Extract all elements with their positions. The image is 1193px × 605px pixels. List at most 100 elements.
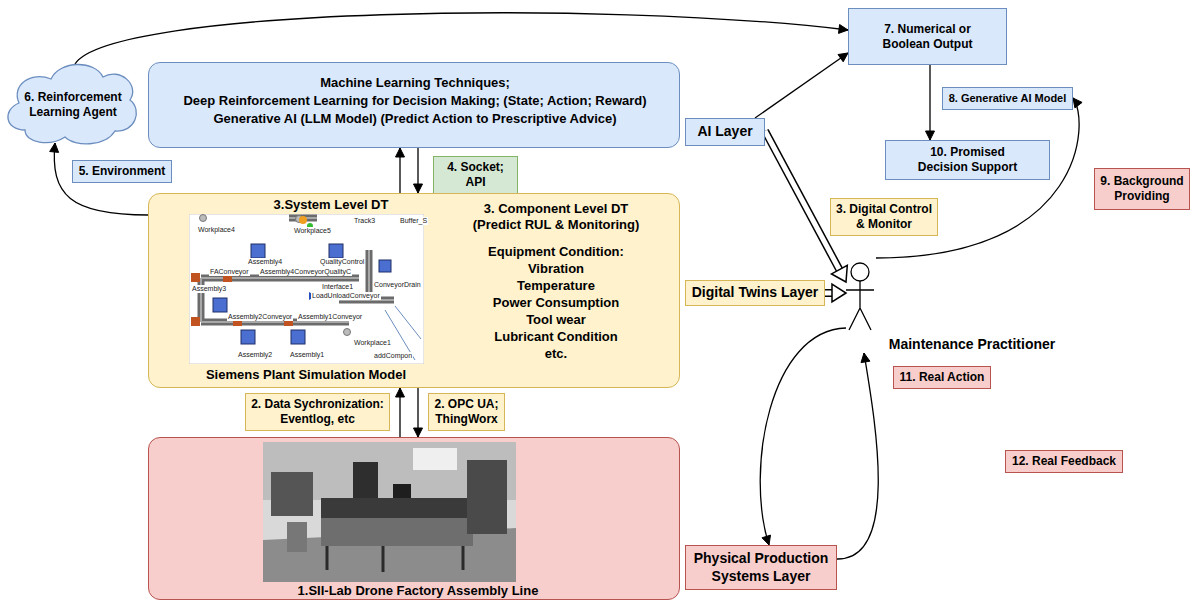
region-text: 3.System Level DT	[273, 197, 389, 213]
connector-arrow	[414, 388, 423, 437]
box-text: 11. Real Action	[899, 370, 985, 385]
box-text: AI Layer	[697, 123, 754, 141]
screen-ground	[189, 214, 424, 364]
edge-tag: 9. Background Providing	[1094, 168, 1190, 210]
region-text: Machine Learning Techniques;	[320, 75, 511, 91]
box-text: Physical Production Systems Layer	[694, 550, 829, 585]
ai-layer-box: Machine Learning Techniques; Deep Reinfor…	[148, 62, 680, 148]
screen-label: Track3	[353, 217, 376, 225]
box-text: 5. Environment	[78, 164, 166, 179]
arrow-head	[1073, 98, 1082, 108]
edge-tag: 5. Environment	[72, 160, 172, 183]
layer-tag: Digital Twins Layer	[685, 280, 825, 306]
region-text: 6. Reinforcement Learning Agent	[24, 90, 122, 120]
screen-label: ConveyorDrain	[373, 281, 422, 289]
output-box: 7. Numerical or Boolean Output	[848, 8, 1007, 65]
connector-line	[760, 328, 846, 545]
region-text: Siemens Plant Simulation Model	[205, 367, 407, 383]
connector-line	[825, 291, 832, 296]
connector-arrow	[414, 148, 423, 193]
connector-arrow	[837, 353, 878, 559]
region-text: Maintenance Practitioner	[888, 336, 1056, 354]
worker-icon	[299, 216, 307, 224]
connector-line	[755, 53, 848, 118]
box-text: 7. Numerical or Boolean Output	[882, 22, 973, 52]
box-text: 3. Digital Control & Monitor	[836, 202, 932, 232]
connector-arrow	[760, 328, 846, 545]
screen-label: FAConveyor	[209, 268, 250, 276]
digital-twin-box: 3.System Level DT 3. Component Level DT (…	[148, 193, 680, 388]
box-text: 10. Promised Decision Support	[918, 145, 1018, 175]
screen-label: addCompon	[373, 352, 413, 360]
machine-icon	[213, 244, 391, 344]
box-text: 12. Real Feedback	[1011, 454, 1117, 469]
screen-label: QualityControl	[319, 258, 365, 266]
region-text: Equipment Condition:	[488, 244, 625, 260]
box-text: 2. OPC UA; ThingWorx	[434, 397, 499, 427]
arrow-head	[832, 284, 846, 302]
edge-tag: 11. Real Action	[893, 366, 991, 389]
arrow-head	[50, 143, 59, 152]
arrow-head	[762, 535, 771, 545]
interface-tag: 4. Socket; API	[433, 156, 518, 194]
actor: Maintenance Practitioner	[846, 258, 1086, 353]
photo-ground	[263, 442, 516, 582]
arrow-head	[861, 353, 870, 363]
region-text: etc.	[544, 346, 568, 362]
box-text: Digital Twins Layer	[691, 284, 819, 302]
arrow-head	[414, 184, 423, 193]
screen-label: Assembly2	[237, 351, 273, 359]
lab-photo	[263, 442, 516, 582]
connector-line	[825, 289, 832, 297]
arrow-head	[838, 53, 848, 62]
station-marker	[191, 273, 293, 326]
arrow-head	[839, 25, 849, 34]
edge-tag: 3. Digital Control & Monitor	[830, 198, 938, 236]
cloud-outline	[8, 64, 136, 143]
connector-line	[929, 65, 930, 140]
photo-equipment	[271, 460, 507, 572]
figure-head	[851, 263, 869, 281]
screen-label: Assembly3	[191, 285, 227, 293]
region-text: Temperature	[517, 278, 596, 294]
screen-label: Assembly4	[247, 258, 283, 266]
figure-body	[846, 281, 874, 330]
box-text: 2. Data Sychronization: Eventlog, etc	[251, 397, 384, 427]
region-text: Deep Reinforcement Learning for Decision…	[183, 93, 648, 109]
connector-arrow	[825, 284, 846, 302]
region-text: 3. Component Level DT (Predict RUL & Mon…	[473, 201, 640, 234]
process-box: 10. Promised Decision Support	[885, 140, 1050, 180]
box-text: 4. Socket; API	[447, 160, 504, 190]
agent-cloud: 6. Reinforcement Learning Agent	[5, 55, 140, 147]
process-box: 8. Generative AI Model	[942, 87, 1073, 110]
connector-line	[75, 13, 848, 64]
region-text: Tool wear	[526, 312, 587, 328]
connector-arrow	[926, 65, 935, 140]
interface-tag: 2. OPC UA; ThingWorx	[428, 393, 505, 431]
screen-label: Workplace5	[293, 227, 332, 235]
region-text: Power Consumption	[492, 295, 620, 311]
region-text: Generative AI (LLM Model) (Predict Actio…	[213, 111, 618, 127]
connector-line	[765, 131, 839, 270]
region-text: Lubricant Condition	[494, 329, 619, 345]
screen-label: Buffer_S	[399, 217, 428, 225]
connector-line	[765, 131, 839, 270]
screen-label: Assembly1	[289, 351, 325, 359]
screen-label: Interface1	[321, 283, 354, 291]
arrow-head	[396, 148, 405, 157]
edge-tag: 12. Real Feedback	[1005, 450, 1123, 473]
screen-label: Assembly4ConveyorQualityC	[259, 268, 352, 276]
arrow-head	[926, 131, 935, 140]
physical-box: 1.SII-Lab Drone Factory Assembly Line	[148, 437, 680, 600]
connector-arrow	[755, 53, 848, 118]
interface-tag: 2. Data Sychronization: Eventlog, etc	[245, 393, 390, 431]
screen-label: Assembly2Conveyor	[227, 313, 293, 321]
photo-window	[413, 448, 457, 470]
layer-tag: AI Layer	[685, 118, 765, 146]
box-text: 8. Generative AI Model	[948, 92, 1067, 106]
stick-figure	[846, 258, 886, 334]
screen-label: Workplace1	[353, 339, 392, 347]
arrow-head	[832, 265, 848, 282]
region-text: 1.SII-Lab Drone Factory Assembly Line	[297, 583, 539, 599]
